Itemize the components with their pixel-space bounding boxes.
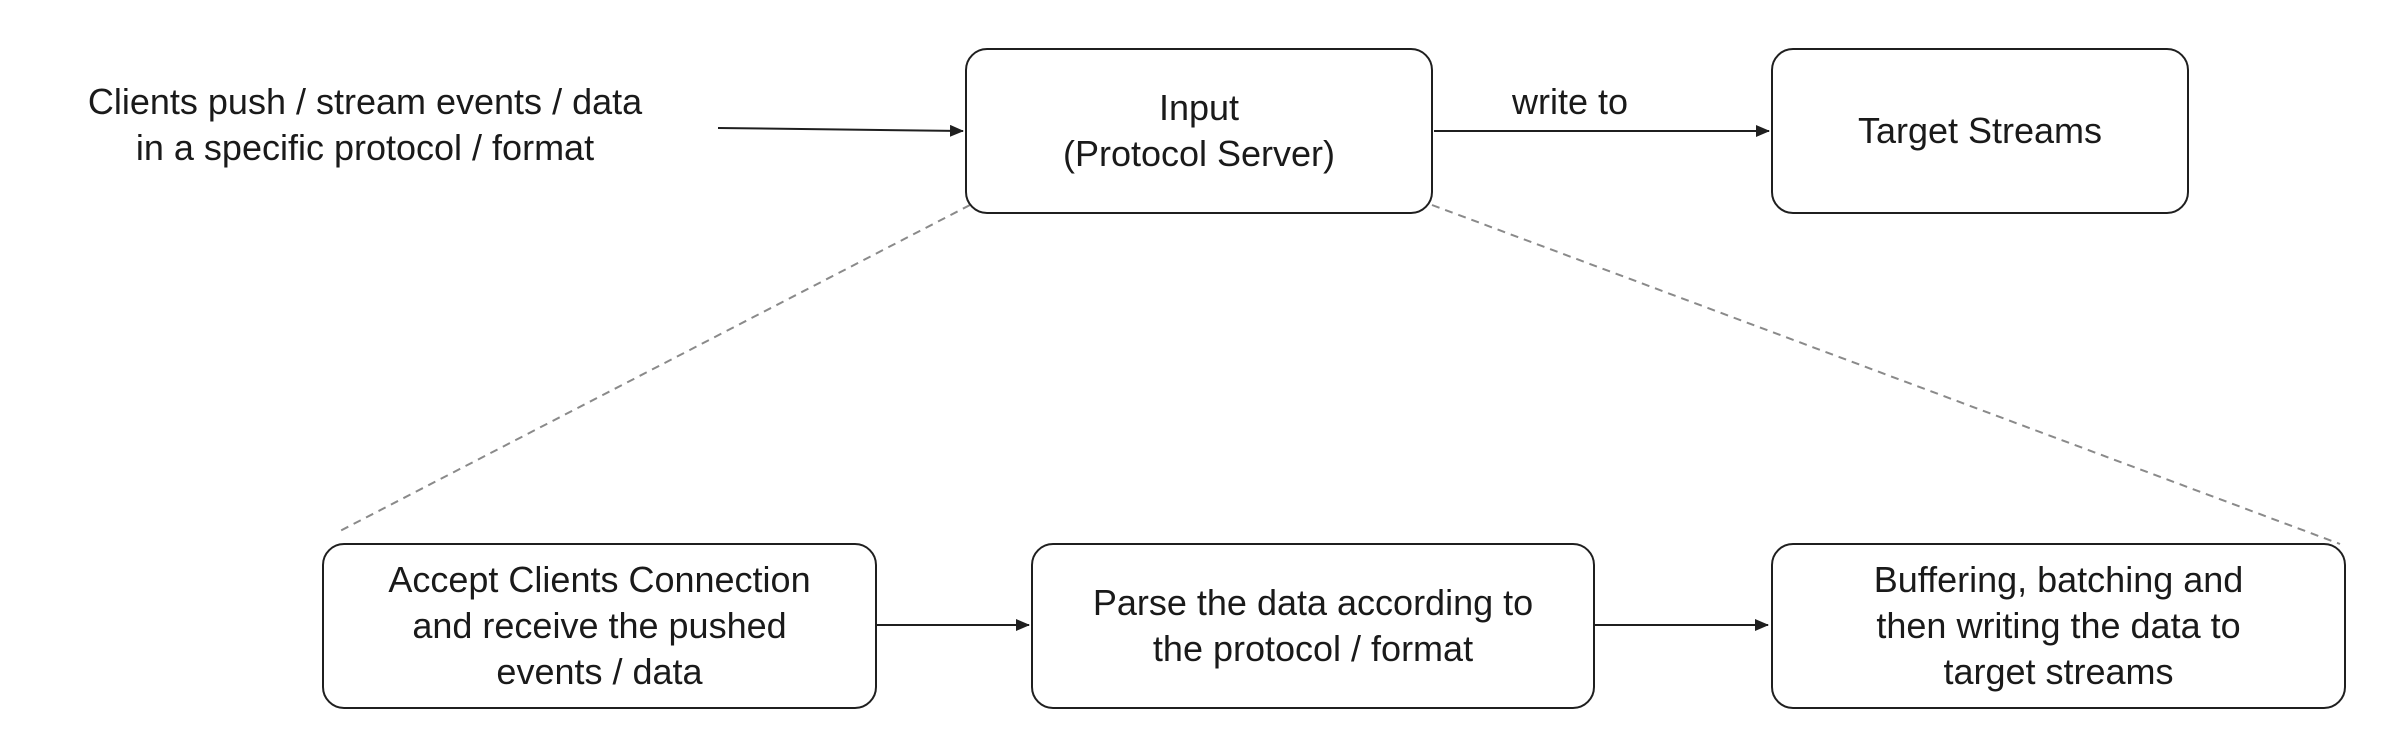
- step-1-line-1: Accept Clients Connection: [388, 559, 811, 600]
- zoom-guide-right: [1431, 204, 2341, 545]
- step-parse-data-box: Parse the data according to the protocol…: [1031, 543, 1595, 709]
- target-streams-box: Target Streams: [1771, 48, 2189, 214]
- arrow-clients-to-input: [717, 124, 964, 137]
- input-protocol-server-box: Input (Protocol Server): [965, 48, 1433, 214]
- write-to-label-text: write to: [1511, 81, 1629, 122]
- input-node-title: Input: [1158, 87, 1240, 128]
- step-accept-connection-box: Accept Clients Connection and receive th…: [322, 543, 877, 709]
- step-3-line-3: target streams: [1943, 651, 2174, 692]
- step-2-line-1: Parse the data according to: [1092, 582, 1534, 623]
- zoom-guide-left: [337, 204, 971, 533]
- step-3-line-2: then writing the data to: [1876, 605, 2241, 646]
- target-node-label: Target Streams: [1857, 110, 2103, 151]
- input-node-subtitle: (Protocol Server): [1062, 133, 1336, 174]
- step-buffer-write-box: Buffering, batching and then writing the…: [1771, 543, 2346, 709]
- write-to-label: write to: [1450, 79, 1690, 125]
- step-1-line-2: and receive the pushed: [412, 605, 787, 646]
- step-3-line-1: Buffering, batching and: [1873, 559, 2244, 600]
- clients-description-line-1: Clients push / stream events / data: [87, 81, 643, 122]
- clients-description: Clients push / stream events / data in a…: [40, 79, 690, 171]
- step-1-line-3: events / data: [496, 651, 703, 692]
- clients-description-line-2: in a specific protocol / format: [135, 127, 595, 168]
- step-2-line-2: the protocol / format: [1152, 628, 1474, 669]
